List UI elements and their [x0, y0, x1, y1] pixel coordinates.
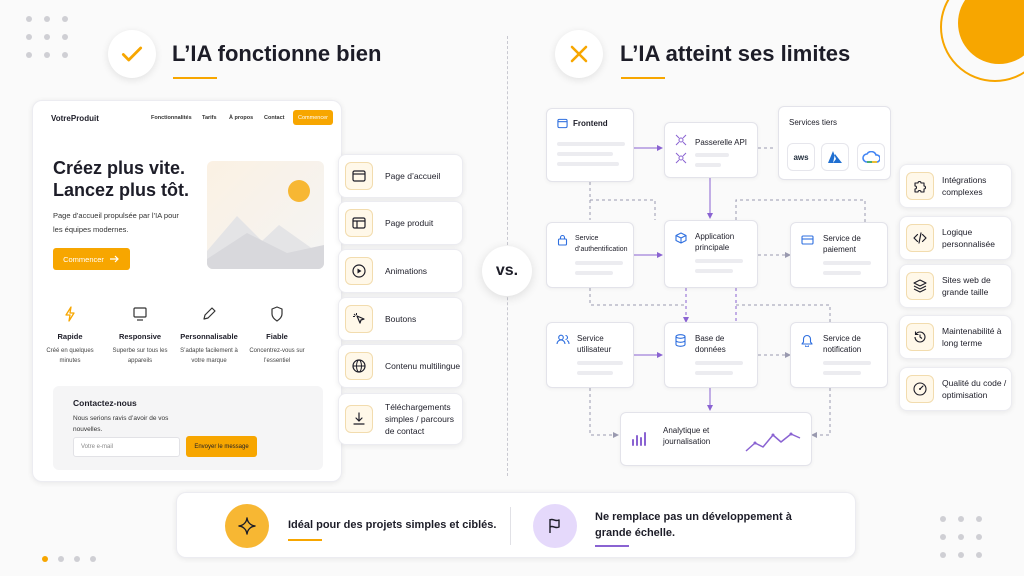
sparkle-icon	[225, 504, 269, 548]
browser-icon	[557, 118, 568, 129]
site-nav-about[interactable]: À propos	[229, 115, 254, 121]
summary-good-underline	[288, 539, 322, 541]
contact-title: Contactez-nous	[73, 398, 137, 408]
item-complex-integrations: Intégrations complexes	[899, 164, 1012, 208]
browser-icon	[352, 170, 366, 182]
site-brand[interactable]: VotreProduit	[51, 114, 99, 123]
database-icon	[675, 334, 686, 347]
feature-reliable: Fiable Concentrez-vous sur l’essentiel	[242, 306, 312, 366]
pagination-dots	[42, 556, 102, 564]
feature-customizable: Personnalisable S’adapte facilement à vo…	[174, 306, 244, 366]
decorative-dots	[26, 16, 70, 60]
globe-icon	[352, 359, 366, 373]
layout-icon	[352, 217, 366, 229]
item-code-quality: Qualité du code / optimisation	[899, 367, 1012, 411]
layers-icon	[913, 279, 927, 293]
network-icon	[675, 134, 687, 164]
node-payment-service: Service de paiement	[790, 222, 888, 288]
lightning-icon	[65, 306, 75, 322]
pointer-click-icon	[353, 313, 365, 324]
site-nav-features[interactable]: Fonctionnalités	[151, 115, 192, 121]
card-icon	[801, 235, 814, 245]
users-icon	[556, 334, 570, 345]
node-main-application: Application principale	[664, 220, 758, 288]
item-buttons: Boutons	[338, 297, 463, 341]
history-clock-icon	[914, 331, 926, 343]
node-third-party-services: Services tiers aws	[778, 106, 891, 180]
hero-image-placeholder	[207, 161, 324, 269]
node-analytics-logging: Analytique et journalisation	[620, 412, 812, 466]
check-icon	[108, 30, 156, 78]
summary-limit-text: Ne remplace pas un développement à grand…	[595, 511, 792, 539]
item-downloads: Téléchargements simples / parcours de co…	[338, 393, 463, 445]
bar-chart-icon	[632, 432, 646, 446]
bell-icon	[801, 334, 813, 347]
right-title: L’IA atteint ses limites	[620, 41, 851, 66]
item-multilingual: Contenu multilingue	[338, 344, 463, 388]
email-input[interactable]: Votre e-mail	[73, 437, 180, 457]
download-icon	[353, 412, 365, 425]
item-custom-logic: Logique personnalisée	[899, 216, 1012, 260]
code-icon	[913, 232, 927, 244]
aws-logo: aws	[787, 143, 815, 171]
item-landing-page: Page d’accueil	[338, 154, 463, 198]
site-nav-pricing[interactable]: Tarifs	[202, 115, 217, 121]
summary-limit-underline	[595, 545, 629, 547]
devices-icon	[133, 307, 147, 321]
node-database: Base de données	[664, 322, 758, 388]
item-maintainability: Maintenabilité à long terme	[899, 315, 1012, 359]
lock-icon	[557, 234, 568, 246]
contact-description: Nous serions ravis d’avoir de vos nouvel…	[73, 415, 169, 433]
feature-responsive: Responsive Superbe sur tous les appareil…	[105, 306, 175, 366]
item-product-page: Page produit	[338, 201, 463, 245]
feature-fast: Rapide Créé en quelques minutes	[35, 306, 105, 366]
item-large-websites: Sites web de grande taille	[899, 264, 1012, 308]
pencil-icon	[203, 307, 216, 320]
arrow-right-icon	[109, 255, 119, 263]
decorative-dots-br	[940, 516, 984, 560]
hero-description: Page d’accueil propulsée par l’IA pour l…	[53, 211, 179, 234]
landscape-icon	[207, 180, 324, 269]
hero-cta-button[interactable]: Commencer	[53, 248, 130, 270]
send-message-button[interactable]: Envoyer le message	[186, 436, 257, 457]
azure-icon	[821, 143, 849, 171]
node-frontend: Frontend	[546, 108, 634, 182]
google-cloud-icon	[857, 143, 885, 171]
hero-title: Créez plus vite. Lancez plus tôt.	[53, 158, 190, 200]
summary-banner: Idéal pour des projets simples et ciblés…	[176, 492, 856, 558]
item-animations: Animations	[338, 249, 463, 293]
cross-icon	[555, 30, 603, 78]
gauge-icon	[913, 382, 927, 396]
puzzle-icon	[914, 181, 926, 193]
summary-good-text: Idéal pour des projets simples et ciblés…	[288, 519, 497, 531]
left-title: L’IA fonctionne bien	[172, 41, 382, 66]
right-title-underline	[621, 77, 665, 79]
shield-icon	[271, 306, 283, 322]
site-nav-cta-button[interactable]: Commencer	[293, 110, 333, 125]
summary-divider	[510, 507, 511, 545]
node-notification-service: Service de notification	[790, 322, 888, 388]
left-title-underline	[173, 77, 217, 79]
node-api-gateway: Passerelle API	[664, 122, 758, 178]
play-icon	[352, 264, 366, 278]
contact-section: Contactez-nous Nous serions ravis d’avoi…	[53, 386, 323, 470]
site-nav-contact[interactable]: Contact	[264, 115, 285, 121]
node-auth-service: Service d’authentification	[546, 222, 634, 288]
vs-badge: vs.	[482, 246, 532, 296]
cube-icon	[675, 232, 687, 244]
website-mockup: VotreProduit Fonctionnalités Tarifs À pr…	[32, 100, 342, 482]
trend-line-icon	[745, 432, 801, 452]
flag-icon	[533, 504, 577, 548]
node-user-service: Service utilisateur	[546, 322, 634, 388]
